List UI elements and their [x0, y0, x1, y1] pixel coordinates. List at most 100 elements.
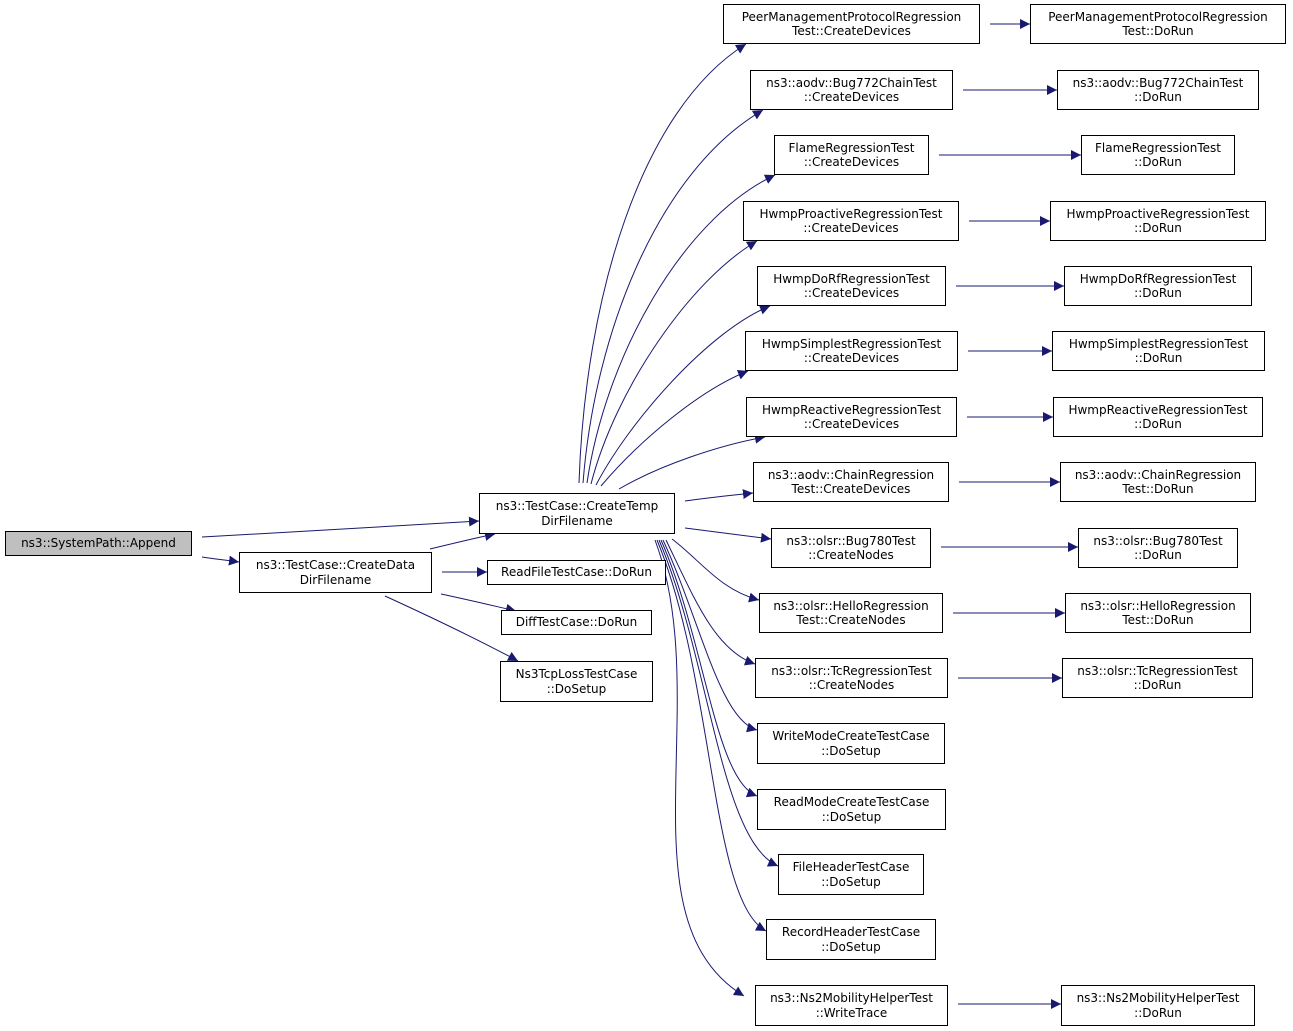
node-label-line: DirFilename	[541, 513, 613, 528]
node-label-line: ::CreateNodes	[808, 548, 894, 562]
node-label-line: DirFilename	[299, 572, 372, 587]
node-bug772-cd[interactable]: ns3::aodv::Bug772ChainTest::CreateDevice…	[750, 70, 953, 110]
node-label-line: ns3::olsr::TcRegressionTest	[771, 663, 932, 678]
node-label-line: Ns3TcpLossTestCase	[515, 667, 638, 681]
node-hwmpsimp-dr[interactable]: HwmpSimplestRegressionTest::DoRun	[1052, 331, 1265, 371]
node-ns3tcp[interactable]: Ns3TcpLossTestCase::DoSetup	[500, 661, 653, 702]
edge-olsr780-cn-to-create-temp	[684, 527, 772, 543]
edge-olsrhello-cn-to-create-temp	[671, 538, 760, 603]
node-label-line: ns3::aodv::ChainRegression	[1074, 467, 1242, 482]
node-label-line: HwmpProactiveRegressionTest	[759, 206, 943, 221]
edge-bug772-cd-to-create-temp	[582, 109, 764, 484]
edge-flame-cd-to-create-temp	[586, 174, 776, 484]
node-label-line: HwmpSimplestRegressionTest	[761, 336, 942, 351]
node-label-line: ::WriteTrace	[815, 1005, 888, 1020]
edge-ns2mob-wt-to-create-temp	[654, 539, 745, 997]
node-hwmpreac-dr[interactable]: HwmpReactiveRegressionTest::DoRun	[1053, 397, 1263, 437]
edge-writemode-to-create-temp	[662, 539, 758, 733]
node-readmode[interactable]: ReadModeCreateTestCase::DoSetup	[757, 789, 946, 830]
edges	[201, 18, 1081, 1009]
node-hwmppro-dr[interactable]: HwmpProactiveRegressionTest::DoRun	[1050, 201, 1266, 241]
node-difftest[interactable]: DiffTestCase::DoRun	[501, 610, 652, 635]
node-label-line: ns3::TestCase::CreateData	[255, 558, 416, 572]
node-flame-cd[interactable]: FlameRegressionTest::CreateDevices	[774, 135, 929, 175]
node-fileheader[interactable]: FileHeaderTestCase::DoSetup	[778, 854, 924, 895]
node-label-line: ::CreateNodes	[808, 678, 895, 692]
edge-create-temp-to-create-data	[429, 531, 496, 550]
edge-hwmppro-cd-to-create-temp	[590, 240, 758, 485]
node-hwmpdorf-dr[interactable]: HwmpDoRfRegressionTest::DoRun	[1064, 266, 1252, 306]
node-olsrtc-dr[interactable]: ns3::olsr::TcRegressionTest::DoRun	[1062, 658, 1253, 698]
node-label-line: ReadFileTestCase::DoRun	[501, 565, 652, 580]
edge-hwmpdorf-cd-to-create-temp	[595, 305, 771, 486]
node-label-line: ns3::Ns2MobilityHelperTest	[1076, 991, 1240, 1005]
edge-readmode-to-create-temp	[660, 539, 758, 798]
node-label-line: ::DoSetup	[821, 743, 881, 758]
node-append: ns3::SystemPath::Append	[5, 531, 192, 556]
edge-fileheader-to-create-temp	[658, 539, 779, 867]
node-olsrtc-cn[interactable]: ns3::olsr::TcRegressionTest::CreateNodes	[755, 658, 948, 698]
edge-ns3tcp-to-create-data	[384, 595, 519, 662]
edge-hwmpsimp-cd-to-create-temp	[600, 370, 749, 487]
node-label-line: ::CreateDevices	[803, 221, 899, 235]
node-label-line: ::DoRun	[1134, 90, 1182, 104]
node-hwmpdorf-cd[interactable]: HwmpDoRfRegressionTest::CreateDevices	[757, 266, 946, 306]
node-label-line: ns3::olsr::HelloRegression	[773, 598, 929, 613]
node-flame-dr[interactable]: FlameRegressionTest::DoRun	[1081, 135, 1235, 175]
node-label-line: FlameRegressionTest	[788, 140, 915, 155]
node-label-line: FileHeaderTestCase	[792, 860, 910, 874]
node-label-line: HwmpSimplestRegressionTest	[1068, 336, 1249, 351]
node-label-line: RecordHeaderTestCase	[781, 925, 921, 939]
edge-peer-cd-to-create-temp	[578, 43, 747, 484]
node-label-line: ::DoSetup	[546, 681, 607, 696]
node-writemode[interactable]: WriteModeCreateTestCase::DoSetup	[757, 723, 945, 764]
node-label-line: ns3::olsr::HelloRegression	[1080, 598, 1236, 613]
node-olsr780-cn[interactable]: ns3::olsr::Bug780Test::CreateNodes	[771, 528, 931, 568]
edge-difftest-to-create-data	[440, 593, 517, 614]
node-hwmpsimp-cd[interactable]: HwmpSimplestRegressionTest::CreateDevice…	[745, 331, 958, 371]
node-label-line: HwmpReactiveRegressionTest	[761, 402, 942, 417]
node-ns2mob-wt[interactable]: ns3::Ns2MobilityHelperTest::WriteTrace	[755, 985, 948, 1026]
node-label-line: ReadModeCreateTestCase	[773, 795, 930, 809]
node-label-line: ns3::olsr::Bug780Test	[786, 533, 916, 548]
node-label-line: ns3::TestCase::CreateTemp	[495, 499, 659, 513]
node-label-line: PeerManagementProtocolRegression	[741, 9, 962, 24]
node-hwmppro-cd[interactable]: HwmpProactiveRegressionTest::CreateDevic…	[743, 201, 959, 241]
node-recordheader[interactable]: RecordHeaderTestCase::DoSetup	[766, 919, 936, 960]
node-label-line: ns3::SystemPath::Append	[21, 536, 176, 551]
node-label-line: FlameRegressionTest	[1095, 140, 1221, 155]
node-label-line: ns3::aodv::ChainRegression	[767, 467, 935, 482]
node-label-line: ::DoSetup	[821, 939, 881, 954]
node-label-line: ::DoRun	[1134, 1005, 1182, 1020]
node-ns2mob-dr[interactable]: ns3::Ns2MobilityHelperTest::DoRun	[1061, 985, 1255, 1026]
node-label-line: ::DoRun	[1133, 678, 1182, 692]
edge-olsrtc-cn-to-create-temp	[665, 539, 756, 666]
node-hwmpreac-cd[interactable]: HwmpReactiveRegressionTest::CreateDevice…	[746, 397, 957, 437]
node-readfile[interactable]: ReadFileTestCase::DoRun	[487, 560, 666, 585]
node-label-line: DiffTestCase::DoRun	[515, 615, 638, 630]
edge-recordheader-to-create-temp	[656, 539, 767, 932]
node-label-line: ns3::olsr::Bug780Test	[1093, 533, 1223, 548]
edge-hwmpreac-cd-to-create-temp	[618, 433, 766, 490]
node-label-line: ::DoSetup	[821, 809, 882, 824]
node-label-line: HwmpReactiveRegressionTest	[1068, 402, 1248, 417]
node-label-line: HwmpDoRfRegressionTest	[1079, 271, 1237, 286]
node-label-line: ::DoSetup	[821, 874, 881, 889]
edge-aodvchain-cd-to-create-temp	[684, 489, 754, 502]
node-label-line: Test::DoRun	[1122, 482, 1194, 496]
node-label-line: ::CreateDevices	[803, 286, 900, 300]
node-label-line: ::DoRun	[1134, 351, 1183, 365]
node-label-line: ::DoRun	[1134, 155, 1182, 169]
edge-create-data-to-append	[201, 555, 240, 566]
node-bug772-dr[interactable]: ns3::aodv::Bug772ChainTest::DoRun	[1057, 70, 1259, 110]
node-olsr780-dr[interactable]: ns3::olsr::Bug780Test::DoRun	[1078, 528, 1238, 568]
